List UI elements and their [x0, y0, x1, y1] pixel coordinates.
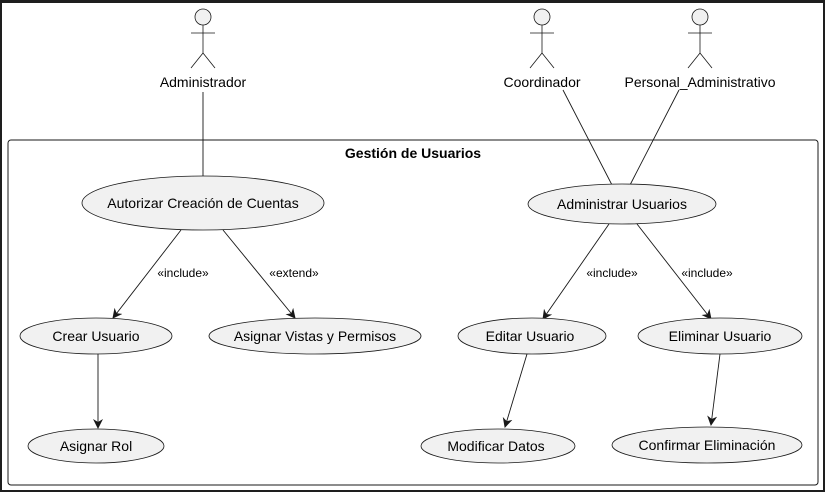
diagram-background: [2, 3, 823, 490]
use-case-modificar-datos: Modificar Datos: [420, 428, 576, 464]
arrow-administrar-eliminar: [636, 223, 712, 320]
use-case-editar-usuario: Editar Usuario: [457, 317, 607, 355]
stick-figure-icon: [529, 8, 555, 69]
actor-personal-administrativo: Personal_Administrativo: [625, 8, 776, 90]
use-case-label: Autorizar Creación de Cuentas: [107, 195, 298, 211]
use-case-label: Crear Usuario: [52, 328, 139, 344]
arrow-autorizar-asignar-vistas: [222, 229, 296, 319]
use-case-label: Asignar Rol: [60, 438, 132, 454]
label-include-editar: «include»: [586, 266, 638, 280]
stick-figure-icon: [687, 8, 713, 69]
use-case-confirmar-eliminacion: Confirmar Eliminación: [611, 426, 803, 464]
actor-label: Personal_Administrativo: [625, 74, 776, 90]
system-title: Gestión de Usuarios: [345, 145, 481, 161]
use-case-label: Confirmar Eliminación: [639, 437, 776, 453]
use-case-label: Editar Usuario: [486, 328, 575, 344]
label-extend-asignar: «extend»: [269, 266, 319, 280]
use-case-administrar-usuarios: Administrar Usuarios: [527, 183, 717, 225]
use-case-label: Asignar Vistas y Permisos: [234, 328, 396, 344]
actor-label: Coordinador: [503, 74, 580, 90]
label-include-crear: «include»: [157, 266, 209, 280]
arrow-eliminar-confirmar: [707, 353, 721, 426]
use-case-label: Modificar Datos: [447, 438, 544, 454]
use-case-asignar-rol: Asignar Rol: [27, 428, 165, 464]
use-case-crear-usuario: Crear Usuario: [19, 317, 173, 355]
arrow-editar-modificar: [502, 353, 528, 428]
actor-label: Administrador: [160, 74, 247, 90]
use-case-asignar-vistas: Asignar Vistas y Permisos: [208, 317, 422, 355]
use-case-label: Administrar Usuarios: [557, 196, 687, 212]
system-boundary: [7, 139, 819, 486]
assoc-coordinador-administrar: [562, 89, 613, 186]
actor-administrador: Administrador: [160, 8, 247, 90]
actor-coordinador: Coordinador: [503, 8, 581, 90]
label-include-eliminar: «include»: [681, 266, 733, 280]
use-case-label: Eliminar Usuario: [669, 328, 772, 344]
use-case-autorizar-creacion: Autorizar Creación de Cuentas: [81, 175, 325, 231]
arrow-administrar-editar: [542, 223, 610, 320]
use-case-eliminar-usuario: Eliminar Usuario: [637, 317, 803, 355]
stick-figure-icon: [190, 8, 216, 69]
arrow-autorizar-crear: [112, 229, 182, 319]
assoc-personal-administrar: [629, 89, 680, 186]
